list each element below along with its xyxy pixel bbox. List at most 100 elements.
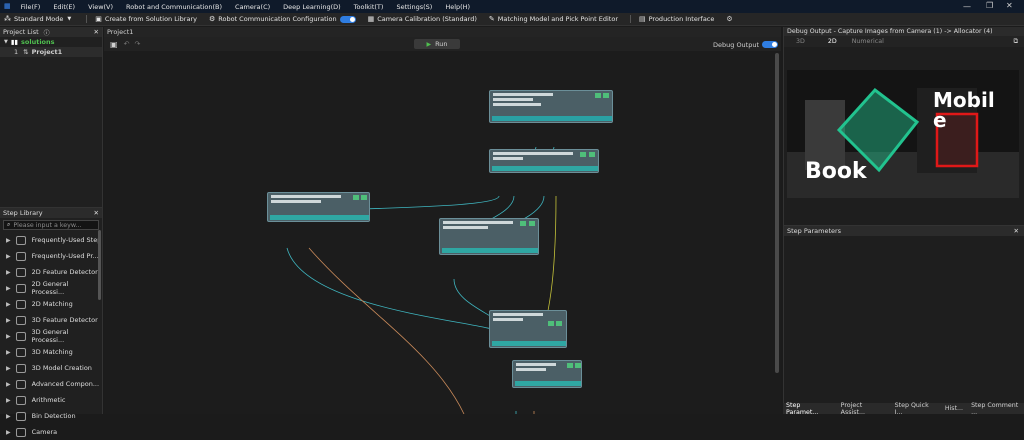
menu-view[interactable]: View(V): [88, 2, 114, 11]
scene-bar: [917, 88, 977, 173]
create-from-solution-button[interactable]: ▣ Create from Solution Library: [95, 15, 197, 23]
tab-history[interactable]: Hist...: [944, 405, 964, 412]
2d-matching-icon: [15, 299, 26, 309]
expand-arrow-icon: ▶: [6, 364, 11, 372]
connection-line: [308, 247, 465, 414]
canvas-toolbar: ▣ ↶ ↷ ▶ Run Debug Output: [104, 37, 781, 51]
settings-gear-icon[interactable]: ⚙: [726, 14, 733, 23]
library-item-camera[interactable]: ▶ Camera: [0, 424, 102, 440]
project-tree-row[interactable]: 1 ⇅ Project1: [0, 47, 102, 57]
tab-step-parameters[interactable]: Step Paramet...: [786, 401, 819, 416]
graph-node-capture-images[interactable]: [489, 90, 613, 123]
pop-out-icon[interactable]: ⧉: [1013, 37, 1019, 45]
advanced-components-icon: [15, 379, 26, 389]
debug-output-toggle[interactable]: [762, 41, 778, 48]
menu-help[interactable]: Help(H): [445, 2, 471, 11]
library-item-3d-feature-detector[interactable]: ▶3D Feature Detector: [0, 312, 102, 328]
library-item-bin-detection[interactable]: ▶Bin Detection: [0, 408, 102, 424]
step-library-scrollbar[interactable]: [98, 230, 101, 300]
library-item-3d-general-processing[interactable]: ▶3D General Processi...: [0, 328, 102, 344]
frequently-used-step-icon: [15, 235, 26, 245]
graph-node-allocator[interactable]: [512, 360, 582, 388]
project-name: Project1: [31, 48, 63, 56]
tab-3d[interactable]: 3D: [796, 38, 805, 45]
menu-robot-communication[interactable]: Robot and Communication(B): [126, 2, 223, 11]
save-icon[interactable]: ▣: [110, 39, 118, 49]
graph-node-merge[interactable]: [489, 310, 567, 348]
camera-calibration-button[interactable]: ▦ Camera Calibration (Standard): [368, 15, 477, 23]
step-library-panel: Step Library ✕ ⌕ Please input a keyw... …: [0, 207, 103, 437]
tab-2d[interactable]: 2D: [827, 38, 837, 45]
calibration-grid-icon: ▦: [367, 14, 375, 23]
close-panel-icon[interactable]: ✕: [93, 28, 99, 36]
menu-file[interactable]: File(F): [20, 2, 41, 11]
step-search-box[interactable]: ⌕ Please input a keyw...: [3, 220, 99, 230]
production-interface-button[interactable]: ▤ Production Interface: [639, 15, 714, 23]
library-item-3d-matching[interactable]: ▶3D Matching: [0, 344, 102, 360]
solution-library-icon: ▣: [95, 14, 102, 23]
matching-model-editor-button[interactable]: ✎ Matching Model and Pick Point Editor: [489, 15, 618, 23]
library-item-advanced-components[interactable]: ▶Advanced Compon...: [0, 376, 102, 392]
mode-label: Standard Mode: [14, 15, 64, 23]
library-item-frequently-used-step[interactable]: ▶Frequently-Used Step: [0, 232, 102, 248]
robot-comm-config-button[interactable]: ⚙ Robot Communication Configuration: [209, 15, 356, 23]
tab-numerical[interactable]: Numerical: [851, 38, 884, 45]
library-item-2d-feature-detector[interactable]: ▶2D Feature Detector: [0, 264, 102, 280]
canvas-scrollbar[interactable]: [775, 53, 779, 373]
matching-editor-label: Matching Model and Pick Point Editor: [497, 15, 618, 23]
solution-name: solutions: [21, 38, 55, 46]
close-panel-icon[interactable]: ✕: [1013, 227, 1019, 235]
library-item-label: 2D Feature Detector: [31, 268, 98, 276]
toolbar-separator: [630, 15, 631, 23]
menu-camera[interactable]: Camera(C): [235, 2, 271, 11]
menu-settings[interactable]: Settings(S): [396, 2, 433, 11]
minimize-icon[interactable]: —: [963, 2, 971, 11]
tab-project-assistant[interactable]: Project Assist...: [840, 401, 866, 416]
close-panel-icon[interactable]: ✕: [93, 209, 99, 217]
chevron-down-icon: ▼: [67, 15, 72, 22]
expand-arrow-icon[interactable]: ▼: [4, 39, 8, 45]
bottom-panel-tabs: Step Paramet... Project Assist... Step Q…: [783, 401, 1024, 416]
solution-icon: ▮▮: [10, 38, 19, 46]
graph-node-preprocess[interactable]: [489, 149, 599, 173]
camera-image: [787, 70, 1019, 198]
graph-node-left-branch[interactable]: [267, 192, 370, 222]
library-item-3d-model-creation[interactable]: ▶3D Model Creation: [0, 360, 102, 376]
robot-comm-toggle[interactable]: [339, 15, 356, 23]
menu-toolkit[interactable]: Toolkit(T): [353, 2, 384, 11]
robot-comm-label: Robot Communication Configuration: [218, 15, 337, 23]
library-item-2d-general-processing[interactable]: ▶2D General Processi...: [0, 280, 102, 296]
close-window-icon[interactable]: ✕: [1006, 1, 1013, 10]
project-list-title: Project List: [3, 28, 39, 36]
library-item-label: Camera: [31, 428, 58, 436]
step-library-title: Step Library: [3, 209, 43, 217]
scene-panel: [805, 100, 845, 170]
library-item-arithmetic[interactable]: ▶Arithmetic: [0, 392, 102, 408]
graph-node-middle-branch[interactable]: [439, 218, 539, 255]
camera-calib-label: Camera Calibration (Standard): [377, 15, 477, 23]
solution-tree-row[interactable]: ▼ ▮▮ solutions: [0, 37, 102, 47]
pick-point-icon: ✎: [488, 14, 495, 23]
canvas-tab-label: Project1: [107, 28, 134, 36]
tab-step-quick-info[interactable]: Step Quick I...: [894, 401, 929, 416]
undo-icon[interactable]: ↶: [123, 40, 130, 48]
mode-selector[interactable]: ⁂ Standard Mode ▼: [4, 15, 74, 23]
menu-edit[interactable]: Edit(E): [53, 2, 76, 11]
library-item-frequently-used-project[interactable]: ▶Frequently-Used Pr...: [0, 248, 102, 264]
menu-deep-learning[interactable]: Deep Learning(D): [283, 2, 341, 11]
restore-icon[interactable]: ❐: [986, 1, 994, 10]
redo-icon[interactable]: ↷: [134, 40, 141, 48]
app-logo-icon: ▦: [4, 2, 11, 10]
canvas-tab[interactable]: Project1: [104, 27, 781, 37]
debug-output-label: Debug Output: [713, 41, 760, 49]
expand-arrow-icon: ▶: [6, 428, 11, 436]
library-item-label: 3D Feature Detector: [31, 316, 98, 324]
library-item-label: Frequently-Used Step: [31, 236, 102, 244]
run-button[interactable]: ▶ Run: [414, 39, 460, 49]
library-item-2d-matching[interactable]: ▶2D Matching: [0, 296, 102, 312]
help-icon[interactable]: ⓘ: [43, 29, 50, 37]
debug-image-view[interactable]: Mobil e Book: [787, 70, 1019, 198]
mobile-bounding-box: [935, 112, 979, 168]
tab-step-comment[interactable]: Step Comment ...: [971, 401, 1019, 416]
menu-bar: ▦ File(F) Edit(E) View(V) Robot and Comm…: [0, 0, 1024, 13]
